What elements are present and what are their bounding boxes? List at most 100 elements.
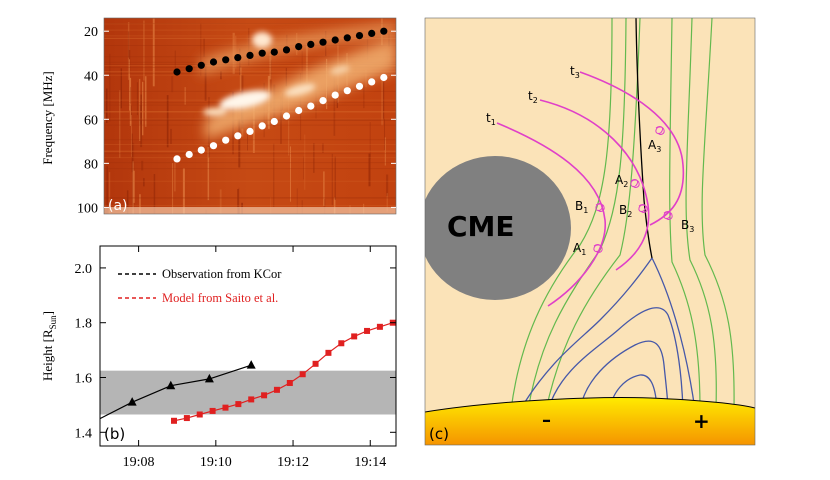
solar-surface bbox=[425, 397, 755, 445]
spectrum-streak bbox=[126, 190, 129, 214]
spectrum-streak bbox=[127, 199, 129, 214]
spectrum-streak bbox=[324, 199, 326, 214]
model-marker bbox=[196, 411, 203, 418]
observation-marker bbox=[166, 380, 176, 390]
spectrum-streak bbox=[239, 67, 242, 91]
spectrum-band bbox=[104, 64, 396, 65]
spectrum-streak bbox=[132, 170, 135, 203]
spectrum-streak bbox=[140, 94, 143, 148]
panel-a-ylabel: Frequency [MHz] bbox=[40, 71, 55, 165]
solar-limb bbox=[425, 397, 755, 413]
spectrum-streak bbox=[139, 105, 142, 125]
spectrum-point-white bbox=[380, 73, 388, 82]
current-sheet bbox=[635, 18, 653, 259]
spectrum-band bbox=[104, 162, 396, 164]
spectrum-streak bbox=[323, 171, 325, 206]
time-label-t1: t1 bbox=[486, 111, 496, 127]
spectrum-streak bbox=[106, 166, 108, 214]
spectrum-point-white bbox=[222, 136, 230, 144]
spectrum-streak bbox=[174, 50, 176, 69]
spectrum-streak bbox=[305, 44, 308, 83]
spectrum-point-black bbox=[246, 51, 254, 60]
polarity-minus: – bbox=[542, 410, 551, 431]
spectrum-point-white bbox=[368, 78, 376, 86]
spectrum-point-white bbox=[319, 97, 327, 105]
spectrum-band bbox=[104, 23, 396, 24]
spectrum-streak bbox=[241, 123, 244, 137]
spectrum-streak bbox=[369, 122, 371, 160]
model-marker bbox=[325, 349, 332, 356]
spectrum-band bbox=[104, 61, 396, 63]
model-marker bbox=[171, 417, 177, 424]
spectrum-streak bbox=[182, 168, 185, 214]
spectrum-streak bbox=[288, 90, 290, 156]
panel-a-ytick-label: 20 bbox=[84, 25, 98, 40]
panel-b-ytick-label: 1.4 bbox=[75, 426, 93, 441]
spectrum-streak bbox=[127, 22, 130, 80]
spectrum-streak bbox=[130, 87, 131, 104]
spectrum-streak bbox=[322, 143, 324, 153]
spectrum-streak bbox=[119, 90, 121, 158]
spectrum-band bbox=[104, 29, 396, 31]
reconnection-coils bbox=[593, 126, 673, 253]
spectrum-streak bbox=[166, 95, 169, 148]
spectrum-streak bbox=[106, 88, 108, 123]
model-marker bbox=[286, 379, 293, 386]
spectrum-streak bbox=[139, 78, 141, 141]
spectrum-streak bbox=[153, 174, 156, 214]
spectrum-streak bbox=[237, 189, 239, 214]
spectrum-streak bbox=[128, 31, 130, 58]
spectrum-band bbox=[104, 151, 396, 152]
model-marker bbox=[222, 404, 229, 411]
spectrum-streak bbox=[136, 82, 138, 116]
spectrum-band bbox=[104, 150, 396, 152]
legend-label-observation: Observation from KCor bbox=[162, 267, 282, 281]
model-marker bbox=[248, 396, 255, 403]
spectrum-streak bbox=[170, 128, 172, 144]
panel-a-ytick-label: 40 bbox=[84, 69, 98, 84]
spectrum-point-white bbox=[282, 112, 291, 120]
cme-label: CME bbox=[447, 210, 515, 243]
spectrum-streak bbox=[285, 67, 287, 87]
model-marker bbox=[312, 360, 319, 367]
spectrum-streak bbox=[129, 77, 132, 126]
spectrum-streak bbox=[273, 143, 275, 207]
spectrum-point-black bbox=[270, 48, 278, 56]
panel-a-ytick-label: 80 bbox=[84, 157, 98, 172]
shock-fronts bbox=[496, 71, 685, 307]
spectrum-band bbox=[104, 180, 396, 182]
model-marker bbox=[299, 371, 306, 378]
closed-field-loops bbox=[519, 256, 696, 411]
time-label-t2: t2 bbox=[528, 89, 538, 105]
spectrum-point-black bbox=[355, 31, 364, 40]
panel-b-xtick-label: 19:14 bbox=[354, 455, 386, 470]
panel-b-xtick-label: 19:08 bbox=[123, 455, 155, 470]
spectrum-streak bbox=[142, 81, 144, 136]
spectrum-streak bbox=[386, 193, 388, 212]
spectrum-point-black bbox=[185, 65, 193, 73]
polarity-plus: + bbox=[693, 409, 710, 433]
spectrum-streak bbox=[219, 189, 222, 214]
spectrum-streak bbox=[174, 159, 176, 192]
spectrum-streak bbox=[203, 38, 205, 58]
spectrum-point-black bbox=[368, 29, 376, 37]
panel-b-ytick-label: 1.6 bbox=[75, 372, 93, 387]
observation-marker bbox=[127, 397, 137, 406]
spectrum-point-black bbox=[258, 49, 266, 57]
height-band bbox=[100, 370, 396, 415]
point-label-a1: A1 bbox=[573, 241, 586, 257]
spectrum-streak bbox=[270, 197, 272, 214]
time-label-t3: t3 bbox=[570, 64, 580, 80]
panel-b-xtick-label: 19:10 bbox=[200, 455, 232, 470]
spectrum-streak bbox=[207, 147, 210, 201]
spectrum-streak bbox=[296, 188, 298, 214]
spectrum-point-white bbox=[173, 155, 181, 163]
spectrum-streak bbox=[290, 146, 291, 202]
spectrum-streak bbox=[205, 209, 208, 214]
spectrum-point-black bbox=[209, 58, 218, 66]
spectrum-band bbox=[104, 197, 396, 199]
spectrum-streak bbox=[131, 115, 132, 157]
spectrum-streak bbox=[143, 178, 145, 187]
spectrum-point-black bbox=[222, 56, 230, 64]
